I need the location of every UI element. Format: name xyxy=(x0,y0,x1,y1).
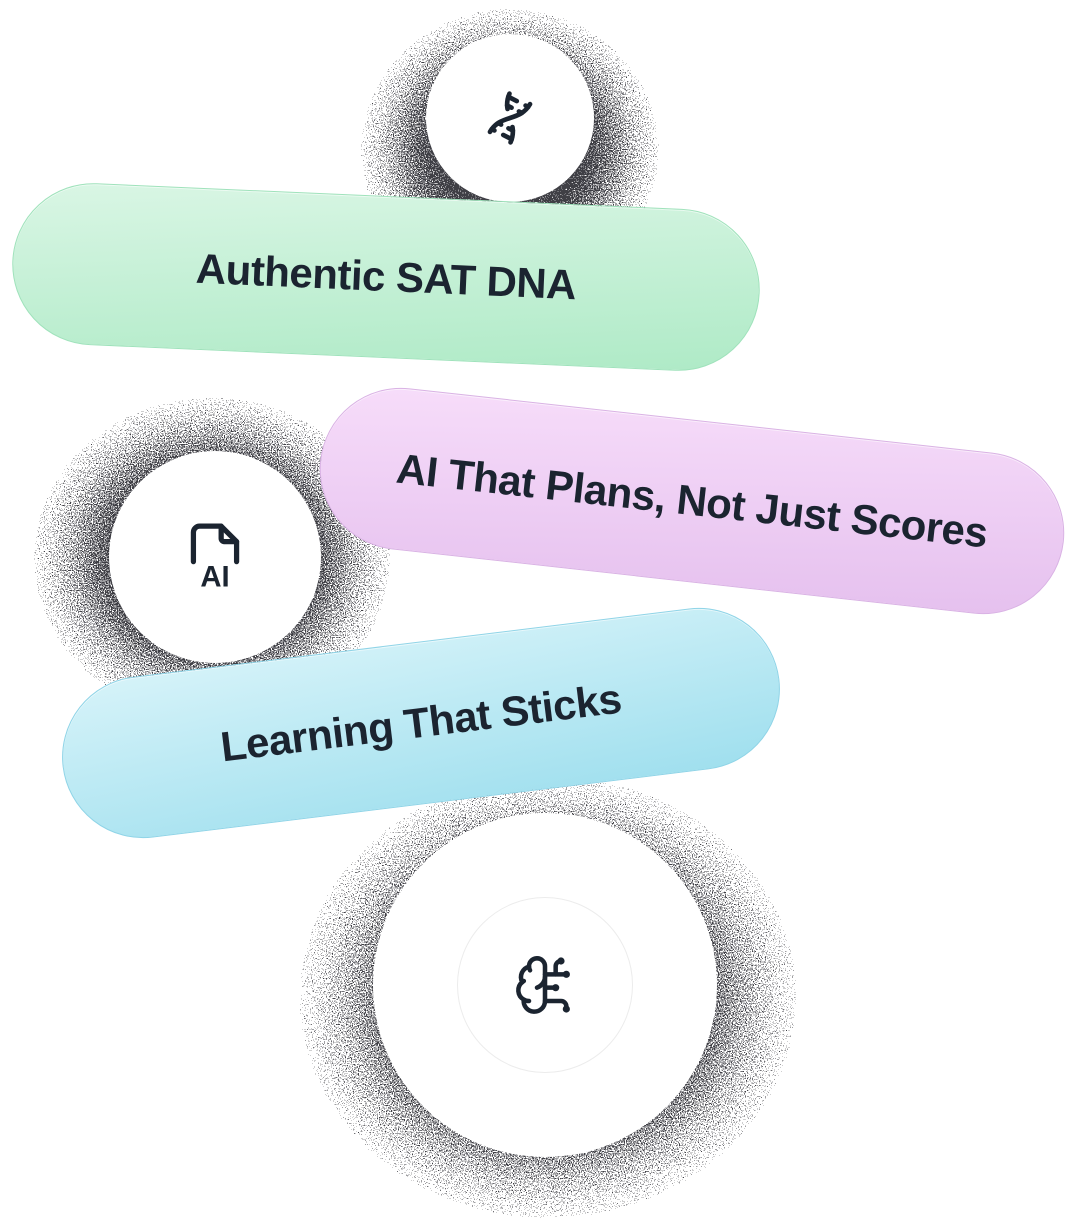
brain-badge-circle xyxy=(373,813,717,1157)
ai-file-icon: AI xyxy=(190,523,240,593)
ai-file-badge-circle: AI xyxy=(109,451,321,663)
brain-circuit-icon xyxy=(516,956,570,1014)
feature-pill-authentic-sat-dna: Authentic SAT DNA xyxy=(8,179,764,375)
feature-pill-ai-plans: AI That Plans, Not Just Scores xyxy=(311,379,1073,623)
ai-file-icon-label: AI xyxy=(200,560,229,593)
feature-label-ai-plans: AI That Plans, Not Just Scores xyxy=(394,444,990,557)
feature-label-authentic-sat-dna: Authentic SAT DNA xyxy=(194,244,578,309)
feature-label-learning-sticks: Learning That Sticks xyxy=(218,674,624,771)
dna-badge-circle xyxy=(426,34,594,202)
inner-ring xyxy=(457,897,633,1073)
dna-icon xyxy=(487,91,533,145)
